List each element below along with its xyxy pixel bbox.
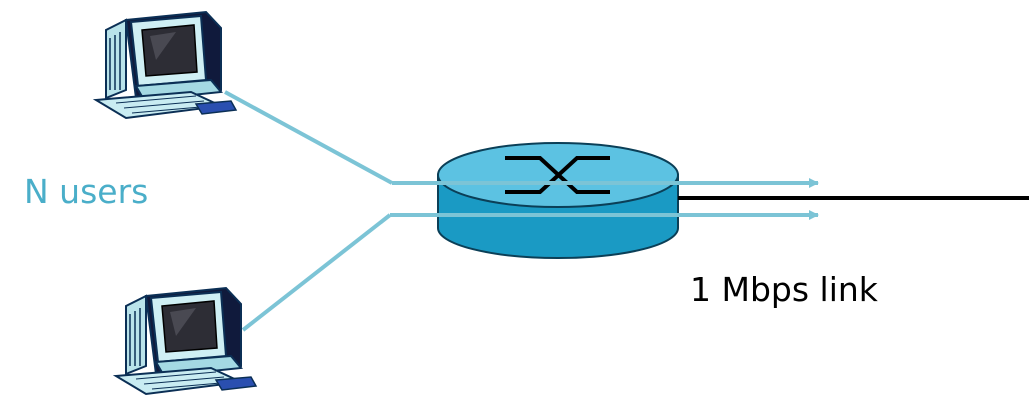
desktop-computer-icon: [92, 10, 238, 120]
link-capacity-label: 1 Mbps link: [690, 270, 878, 309]
users-label: N users: [24, 172, 149, 211]
router-icon: [437, 142, 679, 259]
desktop-computer-icon: [112, 286, 258, 396]
access-link-top: [224, 90, 393, 185]
access-link-bottom: [241, 213, 392, 332]
